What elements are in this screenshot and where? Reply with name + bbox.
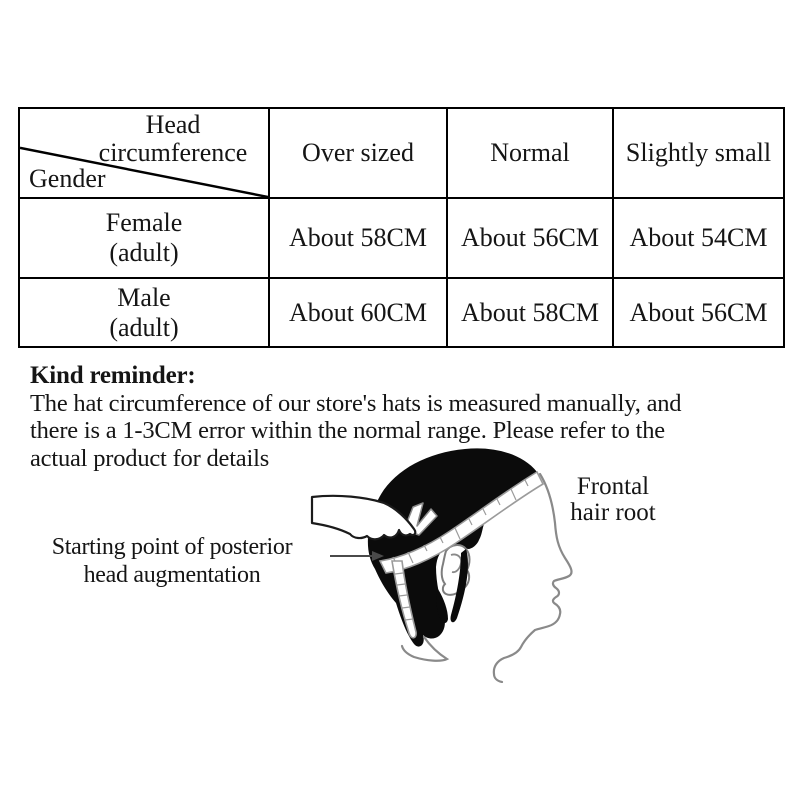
sideburn-wisp — [450, 549, 468, 623]
corner-label-head-circumference: Head circumference — [80, 111, 266, 167]
row-label-line2: (adult) — [109, 238, 179, 267]
size-table: Head circumference Gender Over sized Nor… — [18, 107, 785, 348]
corner-label-line1: Head — [145, 110, 201, 139]
label-frontal-line1: Frontal — [576, 473, 650, 500]
cell-male-over-sized: About 60CM — [268, 277, 448, 348]
label-posterior-line2: head augmentation — [83, 562, 261, 588]
corner-label-gender: Gender — [29, 164, 106, 193]
reminder-line: The hat circumference of our store's hat… — [30, 389, 682, 417]
hair-silhouette — [367, 448, 537, 647]
reminder-block: Kind reminder: The hat circumference of … — [30, 362, 682, 472]
row-label-line1: Male — [117, 282, 171, 312]
neck-back-line — [400, 635, 450, 662]
label-frontal-hair-root: Frontal hair root — [556, 474, 670, 526]
diagonal-divider — [21, 146, 267, 196]
table-header-row: Head circumference Gender Over sized Nor… — [18, 107, 785, 199]
label-posterior-head: Starting point of posterior head augment… — [26, 533, 318, 589]
arrow-right-icon — [330, 551, 384, 561]
face-profile-line — [492, 472, 573, 683]
corner-label-line2: circumference — [98, 138, 248, 167]
measuring-tape-strip — [391, 560, 417, 639]
head-measurement-illustration — [310, 448, 573, 683]
col-header-over-sized: Over sized — [268, 107, 448, 199]
col-header-slightly-small: Slightly small — [612, 107, 785, 199]
cell-female-normal: About 56CM — [446, 197, 614, 279]
col-header-normal: Normal — [446, 107, 614, 199]
row-label-line2: (adult) — [109, 312, 179, 342]
row-label-line1: Female — [105, 208, 183, 237]
cell-male-normal: About 58CM — [446, 277, 614, 348]
reminder-line: there is a 1-3CM error within the normal… — [30, 417, 665, 444]
table-row-female: Female (adult) About 58CM About 56CM Abo… — [18, 197, 785, 279]
label-frontal-line2: hair root — [570, 499, 656, 526]
row-label-male: Male (adult) — [18, 277, 270, 348]
table-corner-cell: Head circumference Gender — [18, 107, 270, 199]
reminder-line: actual product for details — [30, 444, 270, 472]
hand-icon — [310, 494, 417, 541]
cell-male-slightly-small: About 56CM — [612, 277, 785, 348]
cell-female-slightly-small: About 54CM — [612, 197, 785, 279]
row-label-female: Female (adult) — [18, 197, 270, 279]
label-posterior-line1: Starting point of posterior — [51, 534, 293, 560]
hair-tuft — [436, 589, 448, 624]
cell-female-over-sized: About 58CM — [268, 197, 448, 279]
measuring-tape-band — [378, 470, 545, 574]
reminder-title: Kind reminder: — [30, 362, 196, 389]
table-row-male: Male (adult) About 60CM About 58CM About… — [18, 277, 785, 348]
